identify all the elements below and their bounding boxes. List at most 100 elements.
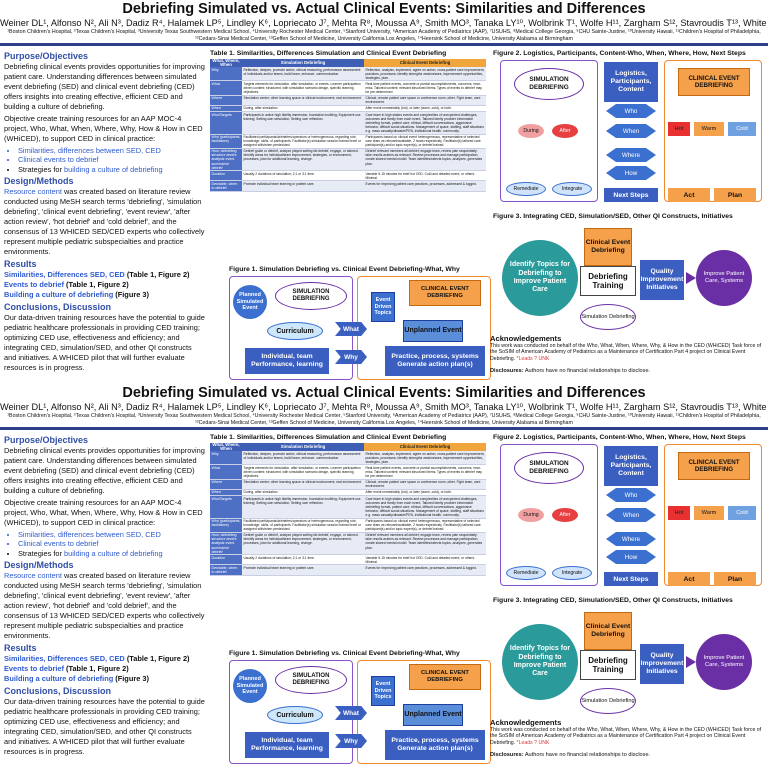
result1-tail: (Table 1, Figure 2): [124, 654, 190, 664]
table-cell: Variable 5-15 minutes for brief hot CED.…: [364, 170, 486, 182]
table-cell: During, after simulation.: [242, 489, 364, 497]
fig3-training: Debriefing Training: [580, 650, 636, 680]
fig2-after: After: [552, 508, 578, 522]
acknowledgements: Acknowledgements This work was conducted…: [490, 334, 764, 375]
table-cell: Facilitated participants/debriefers/oper…: [242, 518, 364, 533]
table-row: How: debriefing structure and/or analysi…: [210, 148, 486, 172]
fig2-who: Who: [606, 104, 656, 118]
table-cell: Participants in active high fidelity imm…: [242, 111, 364, 135]
fig2-plan: Plan: [714, 188, 756, 202]
bullet-similarities[interactable]: Similarities, differences between SED, C…: [18, 146, 206, 155]
fig2-how: How: [606, 166, 656, 180]
conclusions-text: Our data-driven training resources have …: [4, 313, 205, 373]
resource-content-link[interactable]: Resource content: [4, 571, 62, 581]
result2-tail: (Table 1, Figure 2): [63, 664, 129, 674]
objective-bullets: Similarities, differences between SED, C…: [4, 146, 206, 174]
fig3-quality: Quality Improvement Initiatives: [640, 644, 684, 684]
fig1-what-arrow: What: [335, 322, 367, 336]
table1-col0: What, Where, When: [210, 442, 242, 452]
fig3-clinical: Clinical Event Debriefing: [584, 228, 632, 266]
fig3-clinical: Clinical Event Debriefing: [584, 612, 632, 650]
bullet-events[interactable]: Clinical events to debrief: [18, 539, 206, 548]
bullet3-link[interactable]: building a culture of debriefing: [64, 548, 163, 558]
fig2-ced: CLINICAL EVENT DEBRIEFING: [678, 452, 750, 480]
fig3-training: Debriefing Training: [580, 266, 636, 296]
result2-link[interactable]: Events to debrief: [4, 280, 64, 290]
table-cell: Participants based on clinical event het…: [364, 134, 486, 149]
ack-text: This work was conducted on behalf of the…: [490, 343, 764, 362]
design-text: Resource content was created based on li…: [4, 187, 206, 257]
fig1-planned-event: Planned Simulated Event: [233, 285, 267, 319]
fig1-unplanned: Unplanned Event: [403, 320, 463, 342]
table-cell: Events for improving patient care practi…: [364, 564, 486, 576]
conclusions-text: Our data-driven training resources have …: [4, 697, 205, 757]
table-row-header: Why: [210, 67, 242, 82]
table1-col1: Simulation Debriefing: [242, 59, 364, 68]
result-3: Building a culture of debriefing (Figure…: [4, 674, 206, 684]
fig2-sim-debrief: SIMULATION DEBRIEFING: [514, 68, 584, 100]
fig1-what-arrow: What: [335, 706, 367, 720]
fig2-sim-debrief: SIMULATION DEBRIEFING: [514, 452, 584, 484]
result3-link[interactable]: Building a culture of debriefing: [4, 290, 114, 300]
fig2-hot: Hot: [668, 122, 690, 136]
result2-link[interactable]: Events to debrief: [4, 664, 64, 674]
title-rule: [0, 43, 768, 46]
objective-span: Objective create training resources for …: [4, 498, 203, 527]
design-body: was created based on literature review c…: [4, 571, 205, 641]
author-list: Weiner DL¹, Alfonso N², Ali N³, Dadiz R⁴…: [0, 18, 768, 28]
fig2-ced-frame: [664, 60, 762, 202]
objective-text: Objective create training resources for …: [4, 498, 206, 528]
fig2-ced-frame: [664, 444, 762, 586]
fig1-sim-debrief: SIMULATION DEBRIEFING: [275, 666, 347, 694]
fig2-plan: Plan: [714, 572, 756, 586]
result1-link[interactable]: Similarities, Differences SED, CED: [4, 270, 125, 280]
fig3-arrow-icon: [686, 272, 696, 284]
result2-tail: (Table 1, Figure 2): [63, 280, 129, 290]
fig2-sim-frame: [500, 60, 598, 202]
result1-link[interactable]: Similarities, Differences SED, CED: [4, 654, 125, 664]
fig2-logistics: Logistics, Participants, Content: [604, 62, 658, 102]
table-cell: Variable 5-15 minutes for brief hot CED.…: [364, 554, 486, 566]
fig1-planned-event: Planned Simulated Event: [233, 669, 267, 703]
table-cell: Reflection, deepen, promote active, clin…: [242, 451, 364, 466]
fig2-after: After: [552, 124, 578, 138]
fig1-curriculum: Curriculum: [267, 322, 323, 340]
table-row: Who (participants, facilitators)Facilita…: [210, 134, 486, 149]
table-cell: Targets elements for simulation, after s…: [242, 464, 364, 480]
author-list: Weiner DL¹, Alfonso N², Ali N³, Dadiz R⁴…: [0, 402, 768, 412]
purpose-text: Debriefing clinical events provides oppo…: [4, 62, 205, 111]
table1-col2: Clinical Event Debriefing: [364, 59, 486, 68]
table-cell: During, after simulation.: [242, 105, 364, 113]
purpose-text: Debriefing clinical events provides oppo…: [4, 446, 205, 495]
design-body: was created based on literature review c…: [4, 187, 205, 257]
fig1-ced: CLINICAL EVENT DEBRIEFING: [409, 280, 481, 306]
fig2-integrate: Integrate: [552, 566, 592, 580]
fig1-diagram: Planned Simulated Event SIMULATION DEBRI…: [229, 276, 491, 380]
bullet3-link[interactable]: building a culture of debriefing: [64, 164, 163, 174]
fig2-cold: Cold: [728, 506, 756, 520]
table-row-header: How: debriefing structure and/or analysi…: [210, 532, 242, 556]
table-cell: Usually 2 durations of simulation; 2:1 o…: [242, 554, 364, 566]
left-column: Purpose/Objectives Debriefing clinical e…: [4, 434, 206, 759]
ack-body: This work was conducted on behalf of the…: [490, 727, 762, 746]
resource-content-link[interactable]: Resource content: [4, 187, 62, 197]
table-cell: Simulation center; other learning space …: [242, 479, 364, 490]
bullet-events[interactable]: Clinical events to debrief: [18, 155, 206, 164]
fig1-individual: Individual, team Performance, learning: [245, 348, 329, 374]
table-row-header: Duration: [210, 170, 242, 182]
bullet-strategies: Strategies for building a culture of deb…: [18, 549, 206, 558]
result3-tail: (Figure 3): [113, 290, 149, 300]
fig2-who: Who: [606, 488, 656, 502]
table-cell: Facilitated participants/debriefers/oper…: [242, 134, 364, 149]
fig1-event-driven: Event Driven Topics: [371, 292, 395, 322]
result3-link[interactable]: Building a culture of debriefing: [4, 674, 114, 684]
bullet-similarities[interactable]: Similarities, differences between SED, C…: [18, 530, 206, 539]
fig2-how: How: [606, 550, 656, 564]
